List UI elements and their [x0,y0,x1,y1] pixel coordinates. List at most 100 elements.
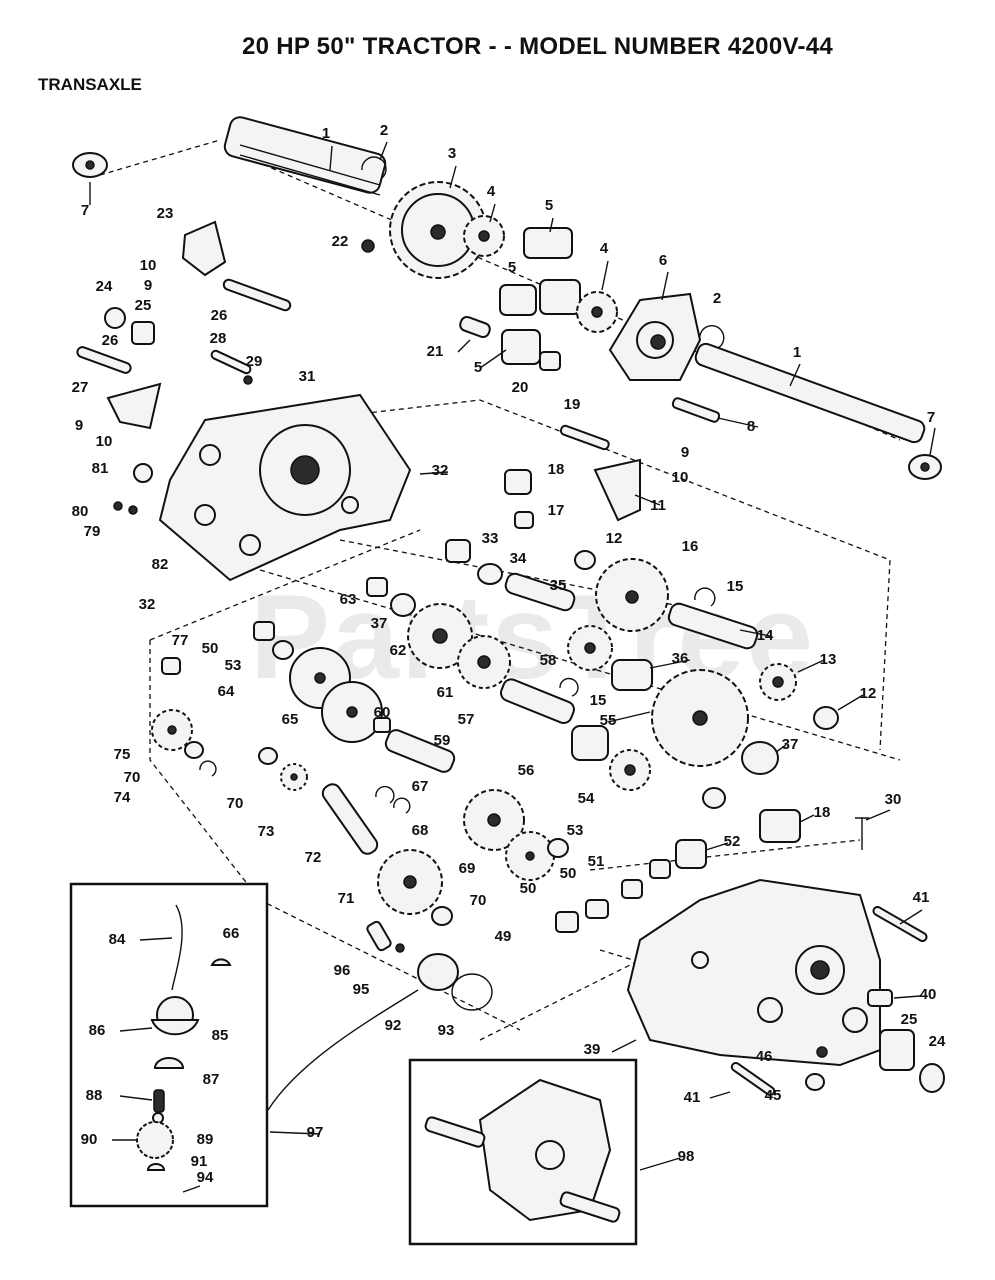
callout-c84: 84 [109,931,126,948]
callout-c64: 64 [218,683,235,700]
shift-rod-26a [222,278,292,312]
callout-c28: 28 [210,330,227,347]
shaft-14 [667,602,759,650]
callout-c70a: 70 [124,769,141,786]
gear-4-lower [576,291,618,333]
carrier-plate-6 [608,292,702,381]
fitting-40 [867,989,893,1007]
callout-c16: 16 [682,538,699,555]
plug-46 [816,1046,828,1058]
callout-c72: 72 [305,849,322,866]
callout-c24b: 24 [929,1033,946,1050]
washer-12-upper [574,550,596,570]
gear-62 [407,603,473,669]
gear-61 [457,635,511,689]
callout-c55: 55 [600,712,617,729]
callout-c71: 71 [338,890,355,907]
callout-c24a: 24 [96,278,113,295]
bushing-18-upper [504,469,532,495]
callout-c50c: 50 [520,880,537,897]
callout-c7a: 7 [81,202,89,219]
bearing-60 [373,717,391,733]
bushing-20 [539,351,561,371]
seal-24-left [104,307,126,329]
callout-c97: 97 [307,1124,324,1141]
callout-c56: 56 [518,762,535,779]
bearing-33 [445,539,471,563]
gear-68 [463,789,525,851]
callout-c30: 30 [885,791,902,808]
bearing-77 [161,657,181,675]
axle-shaft-left [223,116,387,196]
axle-shaft-right [694,342,926,444]
callout-c11: 11 [650,497,666,514]
leader-lines [89,141,936,1171]
case-half-39 [626,878,881,1067]
bearing-50-left [253,621,275,641]
callout-c85: 85 [212,1027,229,1044]
washer-53-left [272,640,294,660]
callout-c53a: 53 [225,657,242,674]
callout-c27: 27 [72,379,89,396]
washer-53-lower [547,838,569,858]
bevel-gears-5 [499,227,581,365]
callout-c53b: 53 [567,822,584,839]
bearing-51 [649,859,671,879]
callout-c51: 51 [588,853,605,870]
callout-c9a: 9 [144,277,152,294]
sleeve-56 [571,725,609,761]
callout-c60: 60 [374,704,391,721]
callout-c90: 90 [81,1131,98,1148]
callout-c46: 46 [756,1048,773,1065]
washer-34 [477,563,503,585]
callout-c8: 8 [747,418,755,435]
callout-c77: 77 [172,632,189,649]
retaining-ring-15-lower [559,677,579,697]
callout-c41a: 41 [913,889,930,906]
retaining-ring-74 [199,760,217,777]
gear-13 [759,663,797,701]
retaining-ring-15-upper [694,587,716,607]
callout-c54: 54 [578,790,595,807]
callout-c35: 35 [550,577,567,594]
callout-c25a: 25 [135,297,152,314]
case-half-31 [158,393,412,582]
shaft-35 [504,572,576,612]
shift-cable-97 [267,989,419,1111]
callout-c32b: 32 [139,596,156,613]
callout-c67: 67 [412,778,429,795]
washer-70-left [184,741,204,759]
callout-c62: 62 [390,642,407,659]
callout-c25b: 25 [901,1011,918,1028]
callout-c5c: 5 [474,359,482,376]
disc-65 [321,681,383,743]
gear-16 [595,558,669,632]
callout-c2b: 2 [713,290,721,307]
callout-c33: 33 [482,530,499,547]
shaft-72 [321,783,379,855]
callout-c5a: 5 [545,197,553,214]
callout-c31: 31 [299,368,316,385]
pin-21 [459,315,491,339]
bearing-50-mid [621,879,643,899]
page-title: 20 HP 50" TRACTOR - - MODEL NUMBER 4200V… [241,33,834,60]
callout-c37b: 37 [782,736,799,753]
gear-73 [280,763,308,791]
bolt-8 [671,397,721,423]
bolt-41-lower [730,1061,776,1097]
callout-c65: 65 [282,711,299,728]
callout-c49: 49 [495,928,512,945]
callout-c96: 96 [334,962,351,979]
gear-75 [151,709,193,751]
callout-c7b: 7 [927,409,935,426]
gear-4-upper [463,215,505,257]
washer-37-upper [390,593,416,617]
callout-c36: 36 [672,650,689,667]
callout-c9b: 9 [75,417,83,434]
callout-c21: 21 [427,343,444,360]
washer-70-mid [258,747,278,765]
callout-c13: 13 [820,651,837,668]
washer-70-lower [431,906,453,926]
callout-c9c: 9 [681,444,689,461]
sleeve-36 [611,659,653,691]
